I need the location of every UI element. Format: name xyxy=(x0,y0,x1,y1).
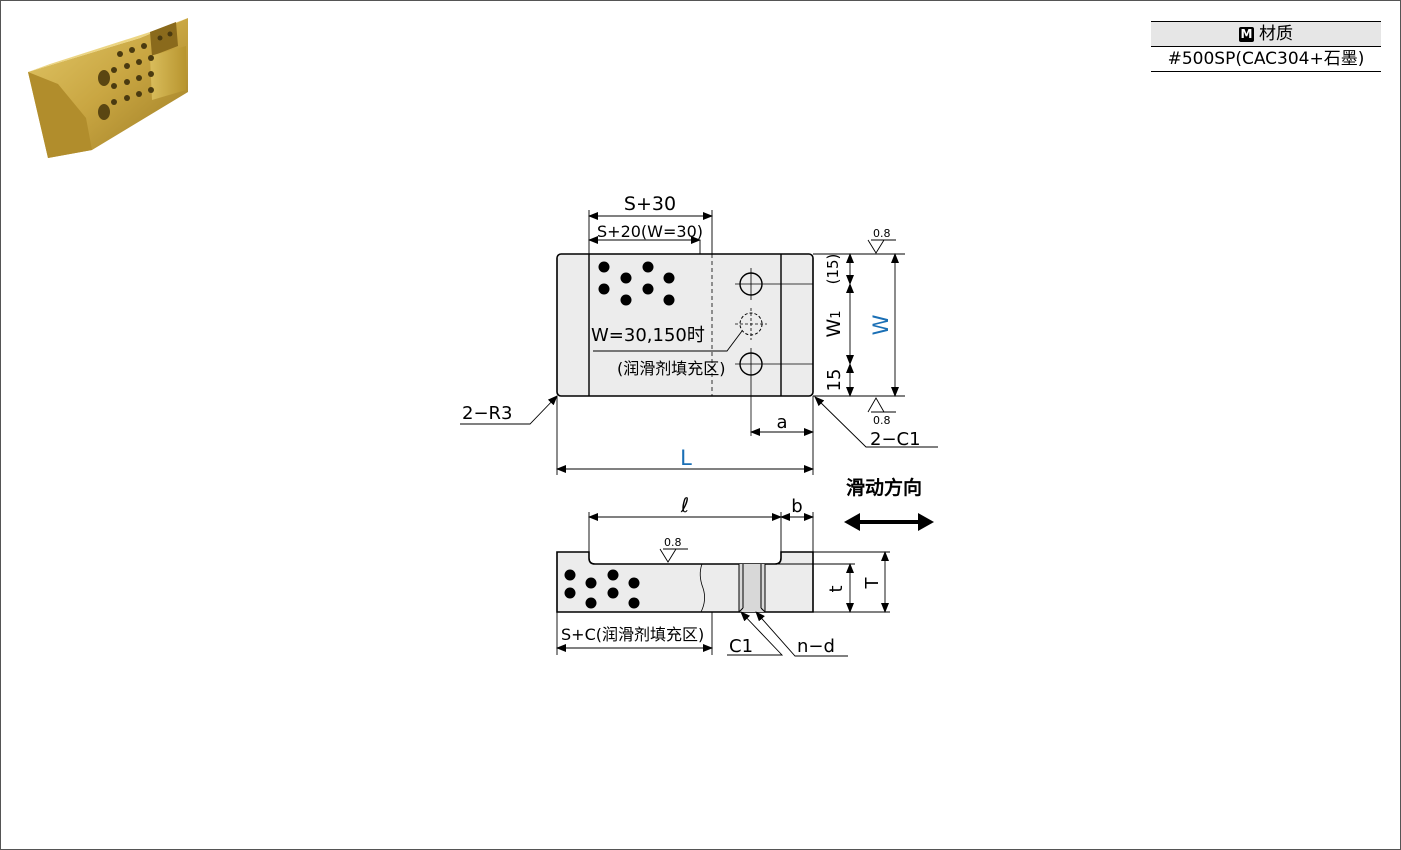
material-value-row: #500SP(CAC304+石墨) xyxy=(1151,46,1381,72)
dim-a-label: a xyxy=(776,412,787,433)
product-photo-icon xyxy=(28,18,188,158)
graphite-plug-dots xyxy=(598,261,675,306)
material-value: #500SP(CAC304+石墨) xyxy=(1151,46,1381,72)
note-w30-label: W=30,150时 xyxy=(591,325,705,346)
dim-15-paren-label: (15) xyxy=(824,254,842,285)
material-header: 材质 xyxy=(1259,24,1293,44)
roughness-bottom-label: 0.8 xyxy=(873,414,891,427)
side-graphite-plug-dots xyxy=(564,569,640,609)
corner-r-label: 2−R3 xyxy=(462,403,513,424)
dim-sc-label: S+C(润滑剂填充区) xyxy=(561,625,704,644)
note-lub-label: (润滑剂填充区) xyxy=(617,359,726,378)
dim-nd-label: n−d xyxy=(797,636,835,657)
corner-c-label: 2−C1 xyxy=(870,429,921,450)
roughness-top-icon xyxy=(867,239,896,254)
dim-t-label: t xyxy=(826,585,847,592)
dim-s30-label: S+30 xyxy=(624,193,676,215)
material-badge-icon: M xyxy=(1239,27,1254,42)
dim-l-label: L xyxy=(680,446,692,470)
dim-T-label: T xyxy=(862,577,883,590)
material-table: M 材质 #500SP(CAC304+石墨) xyxy=(1151,21,1381,72)
dim-w1-label: W1 xyxy=(823,310,845,337)
roughness-side-icon xyxy=(659,548,688,563)
top-view-body xyxy=(556,253,814,397)
side-view: 0.8 ℓ b t T S+C(润滑剂填充区) xyxy=(556,493,890,657)
dim-b-label: b xyxy=(791,496,802,517)
double-arrow-icon xyxy=(844,513,934,531)
dim-s20-label: S+20(W=30) xyxy=(597,222,703,241)
dim-c1-label: C1 xyxy=(729,636,753,657)
roughness-top-label: 0.8 xyxy=(873,227,891,240)
top-view: S+30 S+20(W=30) (15) W1 15 W 0.8 0.8 xyxy=(460,193,938,475)
roughness-side-label: 0.8 xyxy=(664,536,682,549)
slide-direction-label: 滑动方向 xyxy=(846,476,922,499)
dim-w-label: W xyxy=(869,314,893,335)
material-header-row: M 材质 xyxy=(1151,21,1381,47)
dim-ell-label: ℓ xyxy=(680,493,689,517)
dim-15-label: 15 xyxy=(824,369,845,392)
roughness-bottom-icon xyxy=(867,397,896,413)
